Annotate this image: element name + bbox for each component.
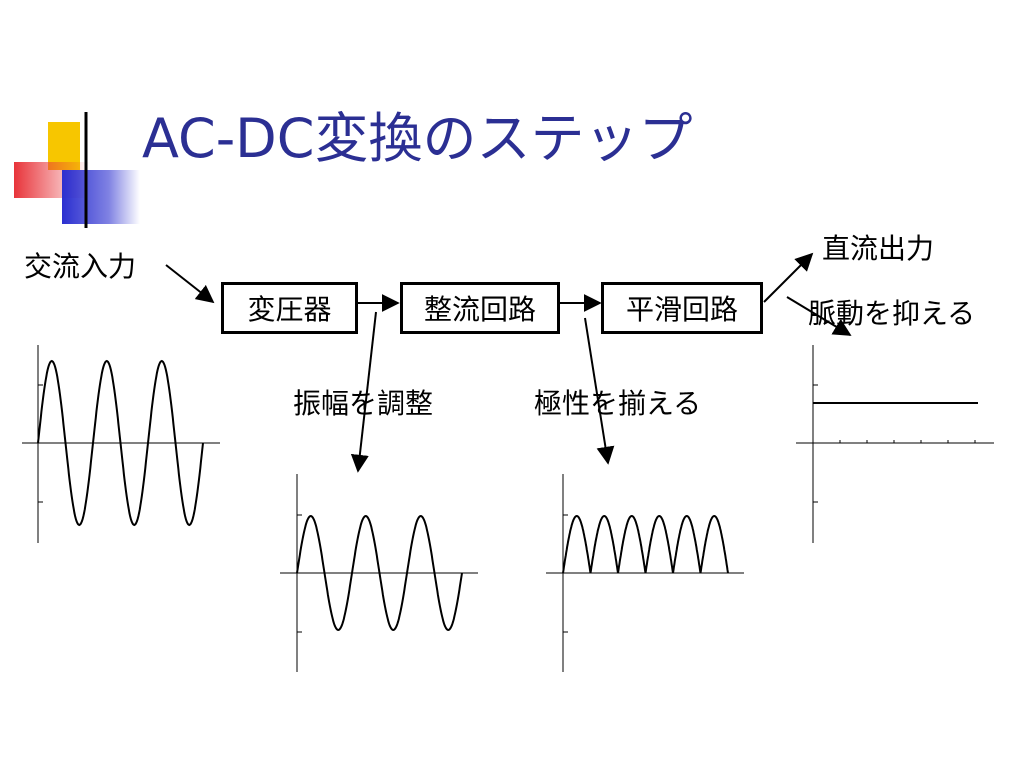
- ornament-blue-square: [62, 170, 140, 224]
- arrow-note-rectifier: [584, 317, 615, 465]
- arrow-input-to-transformer: [165, 264, 215, 304]
- sine-curve: [37, 359, 204, 527]
- label-transformer-note: 振幅を調整: [293, 387, 434, 420]
- label-dc-output: 直流出力: [822, 232, 935, 265]
- label-smoother-note: 脈動を抑える: [808, 297, 976, 330]
- block-smoother: 平滑回路: [601, 282, 763, 334]
- waveform-transformed: [280, 474, 478, 672]
- rectified-curve: [562, 514, 729, 574]
- slide-title: AC-DC変換のステップ: [142, 107, 693, 170]
- connectors: [165, 252, 852, 473]
- title-ornament: [14, 112, 960, 228]
- waveform-dc-output: [796, 345, 994, 543]
- arrow-note-smoother: [786, 296, 852, 336]
- arrow-smoother-to-output: [763, 252, 814, 303]
- label-ac-input: 交流入力: [24, 250, 137, 283]
- sine-curve: [296, 514, 463, 632]
- waveform-rectified: [546, 474, 744, 672]
- waveform-ac-input: [22, 345, 220, 543]
- arrow-note-transformer: [350, 311, 377, 473]
- label-rectifier-note: 極性を揃える: [534, 387, 702, 420]
- block-rectifier: 整流回路: [400, 282, 560, 334]
- block-transformer: 変圧器: [221, 282, 358, 334]
